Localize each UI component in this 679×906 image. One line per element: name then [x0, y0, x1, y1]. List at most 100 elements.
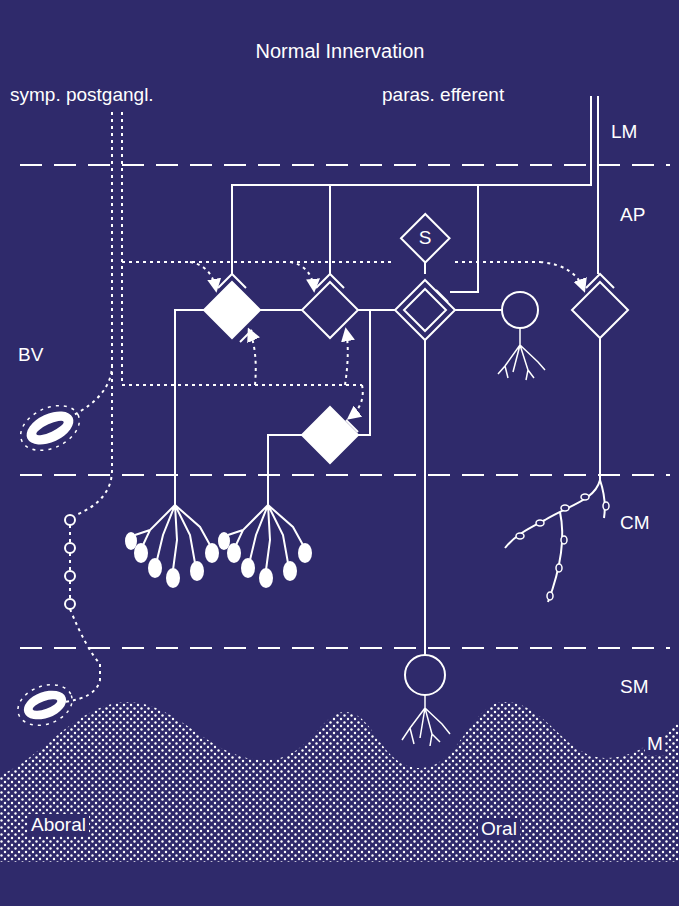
sympathetic-fiber: [122, 112, 362, 385]
mucosa-stipple: [0, 702, 679, 862]
varicose-fiber: [547, 592, 553, 600]
layer-boundary: [20, 647, 670, 649]
synapse-cap: [218, 274, 614, 432]
varicose-fiber: [561, 536, 567, 544]
sympathetic-fiber: [540, 262, 584, 290]
parasympathetic-fiber: [597, 96, 599, 274]
layer-label: SM: [620, 676, 649, 698]
varicosity: [65, 599, 75, 609]
muscle-ending: [219, 533, 229, 549]
blood-vessel: [12, 678, 78, 733]
layer-label: CM: [620, 512, 650, 534]
layer-label: AP: [620, 204, 645, 226]
neuron-diamond: [204, 280, 628, 463]
sympathetic-fiber: [455, 261, 540, 263]
synapse-cap: [586, 274, 614, 288]
varicose-fiber: [603, 502, 609, 510]
muscle-ending: [126, 505, 218, 587]
neuron-diamond: [572, 282, 628, 338]
diagram-title: Normal Innervation: [256, 40, 425, 63]
neuron-process: [358, 310, 370, 435]
fiber-label: symp. postgangl.: [10, 84, 154, 106]
fiber-label: paras. efferent: [382, 84, 504, 106]
sympathetic-fiber: [190, 262, 216, 290]
neuron-diamond: [302, 282, 358, 338]
muscle-ending: [260, 569, 272, 587]
layer-label: LM: [611, 121, 637, 143]
neuron-diamond: [404, 289, 446, 331]
synapse-cap: [346, 420, 358, 432]
synapse-cap: [218, 274, 246, 288]
neuron-process: [600, 480, 605, 518]
muscle-ending: [206, 544, 218, 562]
neuron-soma: [502, 292, 538, 328]
neuron-diamond: [204, 282, 260, 338]
neuron-soma: [405, 655, 445, 695]
synapse-cap: [316, 274, 344, 288]
parasympathetic-fiber: [450, 185, 478, 292]
node-text: S: [419, 227, 432, 249]
layer-boundary: [20, 165, 670, 648]
muscle-ending: [135, 544, 147, 562]
neuron-process: [268, 435, 302, 505]
muscle-ending: [228, 505, 303, 570]
neuron-process: [455, 309, 502, 311]
diamond-outline: [401, 214, 450, 263]
muscle-ending: [284, 562, 296, 580]
neuron-process: [358, 309, 395, 311]
varicosity: [65, 571, 75, 581]
sympathetic-fiber: [345, 330, 348, 385]
layer-boundary: [20, 164, 670, 166]
parasympathetic-fiber: [329, 185, 331, 274]
sympathetic-fiber: [349, 385, 363, 418]
vessel-label: BV: [18, 344, 43, 366]
neuron-process: [505, 338, 600, 548]
sympathetic-fiber: [76, 365, 112, 515]
blood-vessel: [13, 397, 86, 459]
varicose-fiber: [556, 564, 562, 572]
blood-vessel: [20, 685, 70, 724]
varicosity: [65, 515, 75, 609]
mucosa-band: Aboral Oral: [0, 690, 679, 868]
synapse-cap: [240, 330, 252, 342]
neuron-diamond: [302, 407, 358, 463]
muscle-ending: [167, 569, 179, 587]
dendrite: [498, 328, 545, 380]
node-text: Oral: [478, 818, 520, 840]
blood-vessel: [12, 397, 86, 733]
muscle-ending: [149, 559, 161, 577]
varicose-fiber: [536, 520, 544, 526]
muscle-ending: [135, 505, 210, 570]
node-text: Aboral: [28, 814, 89, 836]
muscle-ending: [228, 544, 240, 562]
blood-vessel: [21, 405, 78, 452]
dendrite: [402, 695, 450, 746]
sympathetic-fiber: [122, 261, 395, 263]
muscle-ending: [191, 562, 203, 580]
neuron-process: [548, 512, 562, 602]
layer-label: M: [645, 733, 665, 755]
muscle-ending: [242, 559, 254, 577]
sympathetic-fiber: [290, 262, 314, 290]
sympathetic-fiber: [69, 525, 71, 600]
neuron-diamond: [395, 280, 455, 340]
synapse-cap: [436, 290, 448, 302]
neuron-process: [424, 340, 426, 655]
muscle-ending: [299, 544, 311, 562]
muscle-ending: [126, 533, 136, 549]
varicose-fiber: [581, 494, 589, 500]
neuron-process: [175, 260, 605, 655]
varicose-fiber: [561, 505, 569, 511]
varicose-fiber: [516, 494, 609, 600]
blood-vessel: [35, 418, 66, 438]
blood-vessel: [31, 697, 58, 713]
neuron-process: [175, 310, 204, 505]
neuron-process: [260, 309, 302, 311]
mucosa-outline: [0, 690, 679, 868]
dendrite: [402, 328, 545, 746]
sympathetic-fiber: [64, 609, 100, 702]
sympathetic-fiber: [72, 112, 112, 416]
parasympathetic-fiber: [232, 96, 591, 274]
sympathetic-fiber: [249, 330, 256, 385]
sensory-neuron-diamond: S: [400, 213, 451, 264]
